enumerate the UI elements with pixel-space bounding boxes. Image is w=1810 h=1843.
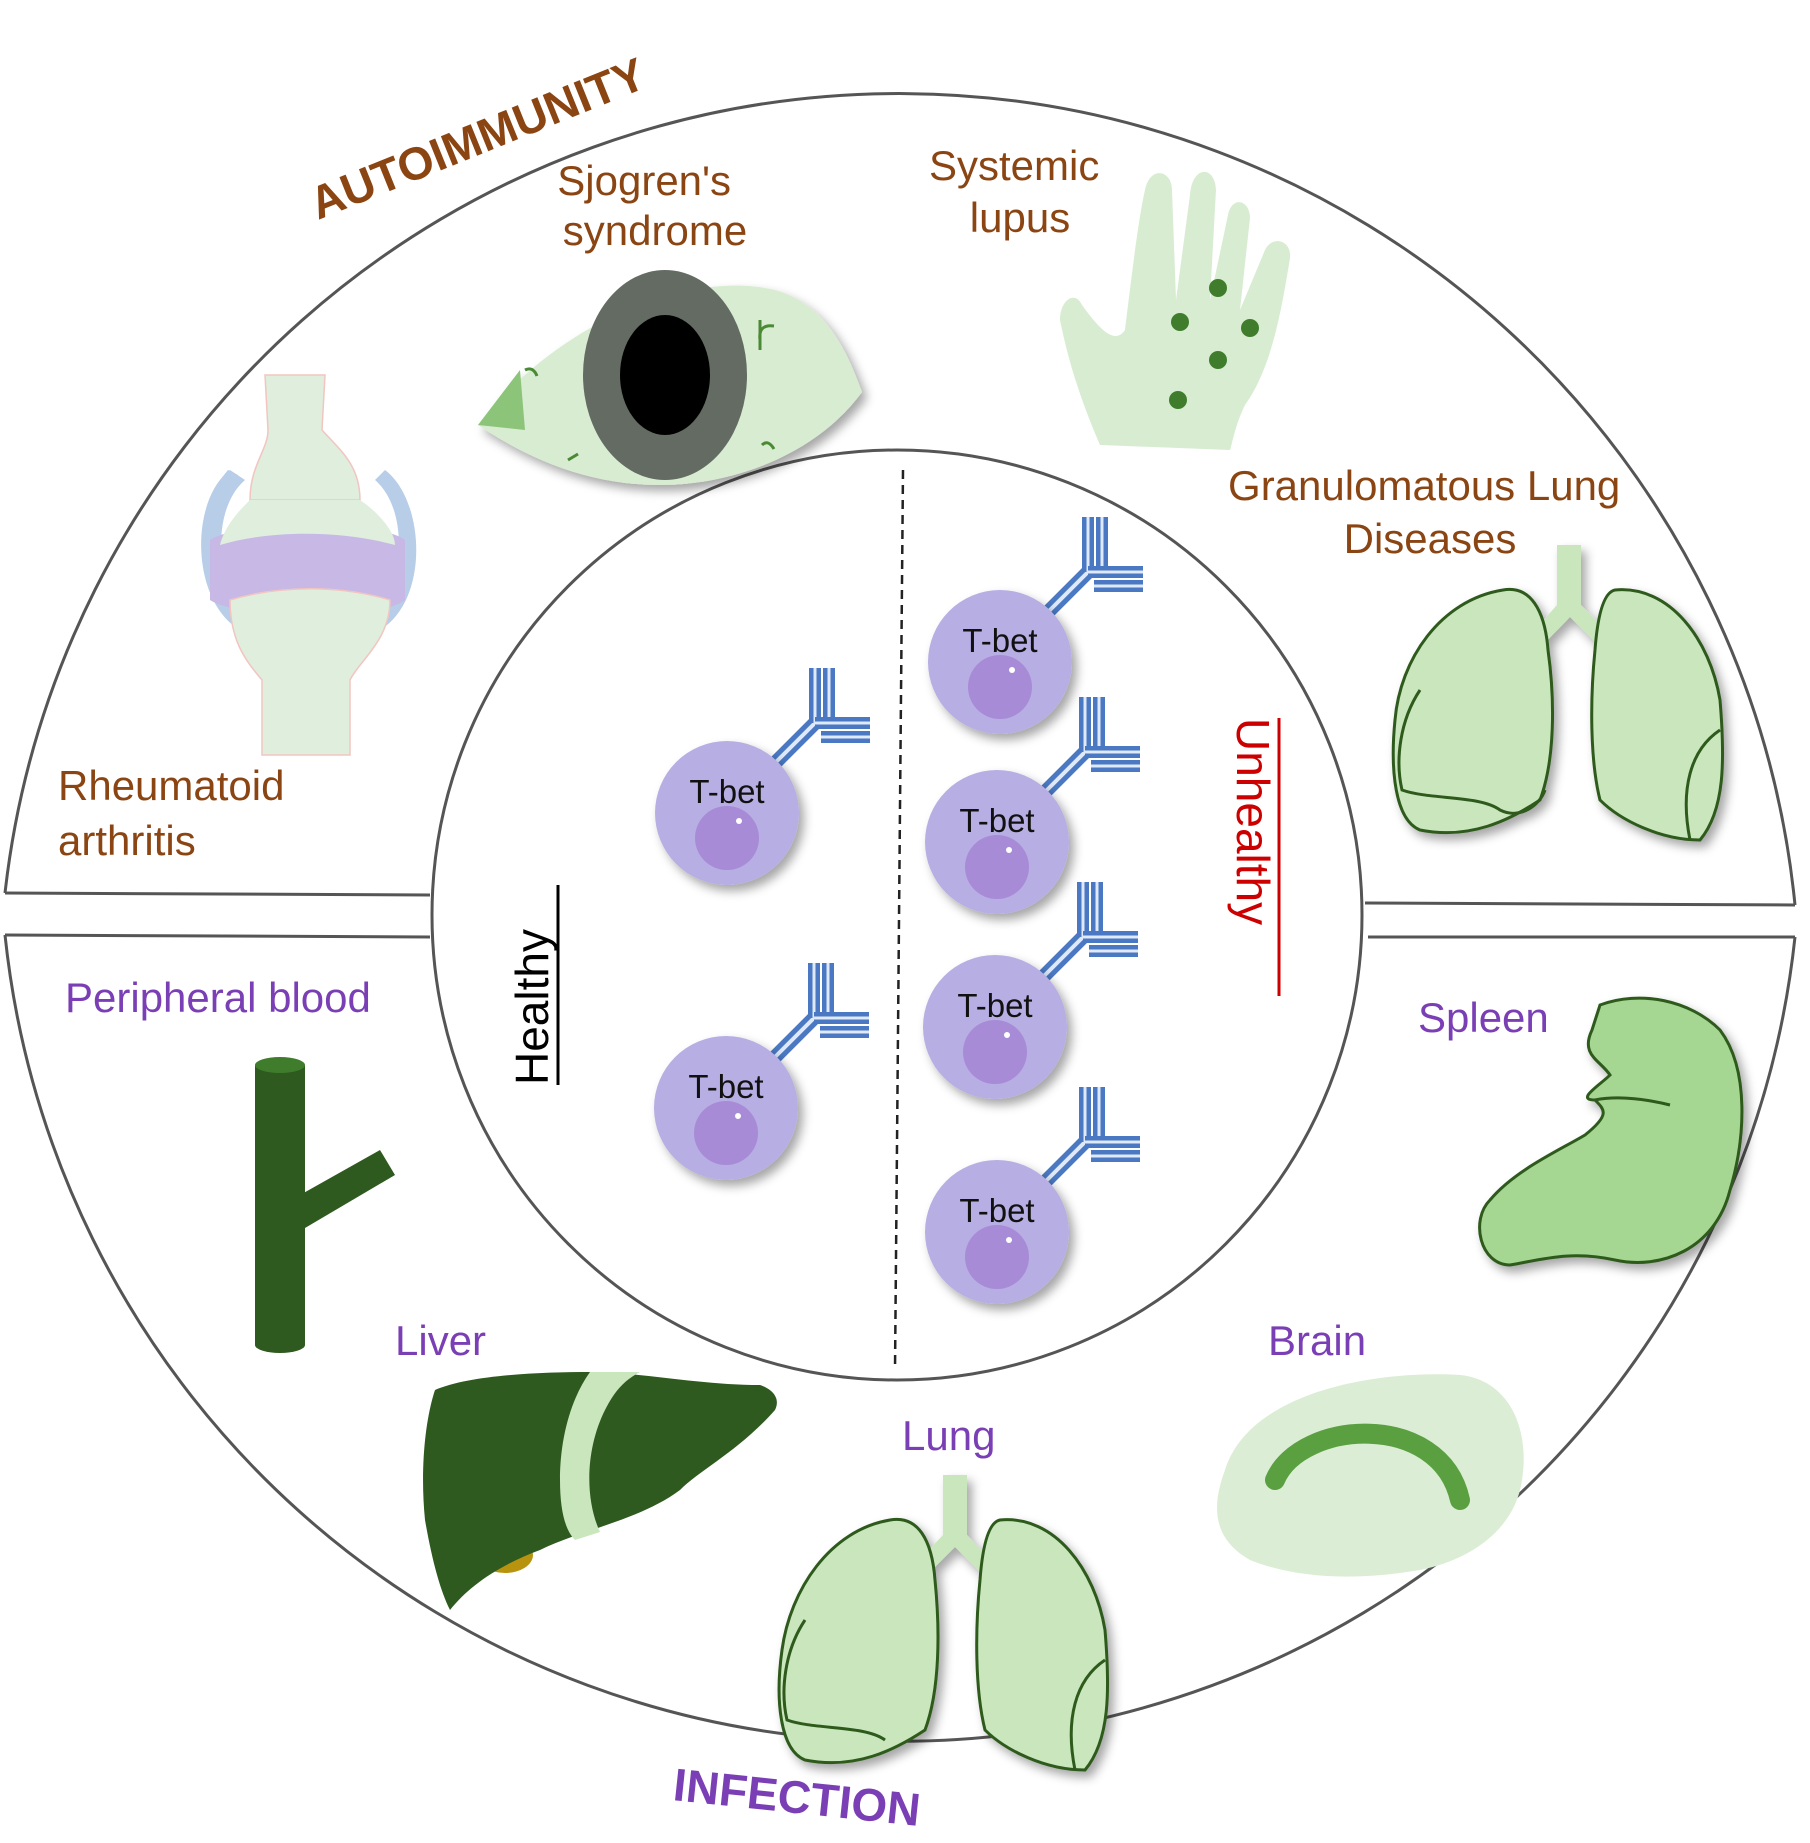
peripheral-blood-label: Peripheral blood bbox=[65, 974, 371, 1021]
unhealthy-cell-4: T-bet bbox=[925, 1087, 1140, 1304]
cell-nucleus bbox=[965, 835, 1029, 899]
granulomatous-label: Granulomatous Lung Diseases bbox=[1228, 462, 1632, 562]
antibody-icon bbox=[774, 963, 869, 1058]
rheumatoid-line-2: arthritis bbox=[58, 817, 196, 864]
inner-circle bbox=[430, 448, 1364, 1382]
cell-nucleus bbox=[963, 1020, 1027, 1084]
lung-label: Lung bbox=[902, 1412, 995, 1459]
rheumatoid-line-1: Rheumatoid bbox=[58, 762, 284, 809]
healthy-cell-2: T-bet bbox=[654, 963, 869, 1180]
lupus-line-2: lupus bbox=[970, 194, 1070, 241]
unhealthy-cell-2: T-bet bbox=[925, 697, 1140, 914]
unhealthy-cell-3: T-bet bbox=[923, 882, 1138, 1099]
rheumatoid-label: Rheumatoid arthritis bbox=[58, 762, 296, 864]
cell-highlight bbox=[1006, 847, 1012, 853]
tbet-label: T-bet bbox=[959, 802, 1034, 839]
granulomatous-line-1: Granulomatous Lung bbox=[1228, 462, 1620, 509]
tbet-label: T-bet bbox=[957, 987, 1032, 1024]
brain-icon bbox=[1217, 1374, 1524, 1577]
tbet-label: T-bet bbox=[688, 1068, 763, 1105]
antibody-icon bbox=[1048, 517, 1143, 612]
unhealthy-label-group: Unhealthy bbox=[1227, 718, 1281, 996]
left-separator-top bbox=[4, 891, 431, 897]
lupus-line-1: Systemic bbox=[929, 142, 1099, 189]
healthy-cell-1: T-bet bbox=[655, 668, 870, 885]
antibody-icon bbox=[1045, 697, 1140, 792]
cell-highlight bbox=[1009, 667, 1015, 673]
cell-nucleus bbox=[694, 1101, 758, 1165]
unhealthy-cell-1: T-bet bbox=[928, 517, 1143, 734]
eye-iris bbox=[524, 270, 776, 480]
spleen-icon bbox=[1478, 996, 1744, 1267]
tbet-label: T-bet bbox=[959, 1192, 1034, 1229]
liver-icon bbox=[423, 1372, 777, 1610]
joint-icon bbox=[201, 374, 417, 756]
healthy-label: Healthy bbox=[506, 929, 558, 1085]
spleen-label: Spleen bbox=[1418, 994, 1549, 1041]
hand-icon bbox=[1060, 171, 1291, 450]
sjogren-label: Sjogren's syndrome bbox=[557, 157, 747, 254]
unhealthy-label: Unhealthy bbox=[1227, 718, 1279, 925]
antibody-icon bbox=[1045, 1087, 1140, 1182]
cell-nucleus bbox=[968, 655, 1032, 719]
antibody-icon bbox=[1043, 882, 1138, 977]
cell-highlight bbox=[1006, 1237, 1012, 1243]
infection-lungs-icon bbox=[777, 1475, 1110, 1772]
cell-nucleus bbox=[965, 1225, 1029, 1289]
sjogren-line-2: syndrome bbox=[563, 207, 747, 254]
autoimmunity-outer-arc bbox=[3, 92, 1797, 906]
right-separator-top bbox=[1364, 901, 1796, 907]
cell-highlight bbox=[735, 1113, 741, 1119]
blood-vessel-icon bbox=[255, 1057, 395, 1353]
center-divider bbox=[893, 469, 905, 1371]
granulomatous-line-2: Diseases bbox=[1344, 515, 1517, 562]
liver-label: Liver bbox=[395, 1317, 486, 1364]
sjogren-line-1: Sjogren's bbox=[557, 157, 731, 204]
cell-highlight bbox=[1004, 1032, 1010, 1038]
lupus-label: Systemic lupus bbox=[929, 142, 1111, 241]
antibody-icon bbox=[775, 668, 870, 763]
brain-label: Brain bbox=[1268, 1317, 1366, 1364]
granulomatous-lungs-icon bbox=[1391, 545, 1725, 842]
cell-highlight bbox=[736, 818, 742, 824]
ring-structure bbox=[3, 92, 1797, 1743]
cell-nucleus bbox=[695, 806, 759, 870]
tbet-label: T-bet bbox=[962, 622, 1037, 659]
tbet-label: T-bet bbox=[689, 773, 764, 810]
healthy-label-group: Healthy bbox=[506, 885, 560, 1085]
left-separator-bottom bbox=[4, 933, 431, 939]
infection-title: INFECTION bbox=[671, 1758, 923, 1836]
